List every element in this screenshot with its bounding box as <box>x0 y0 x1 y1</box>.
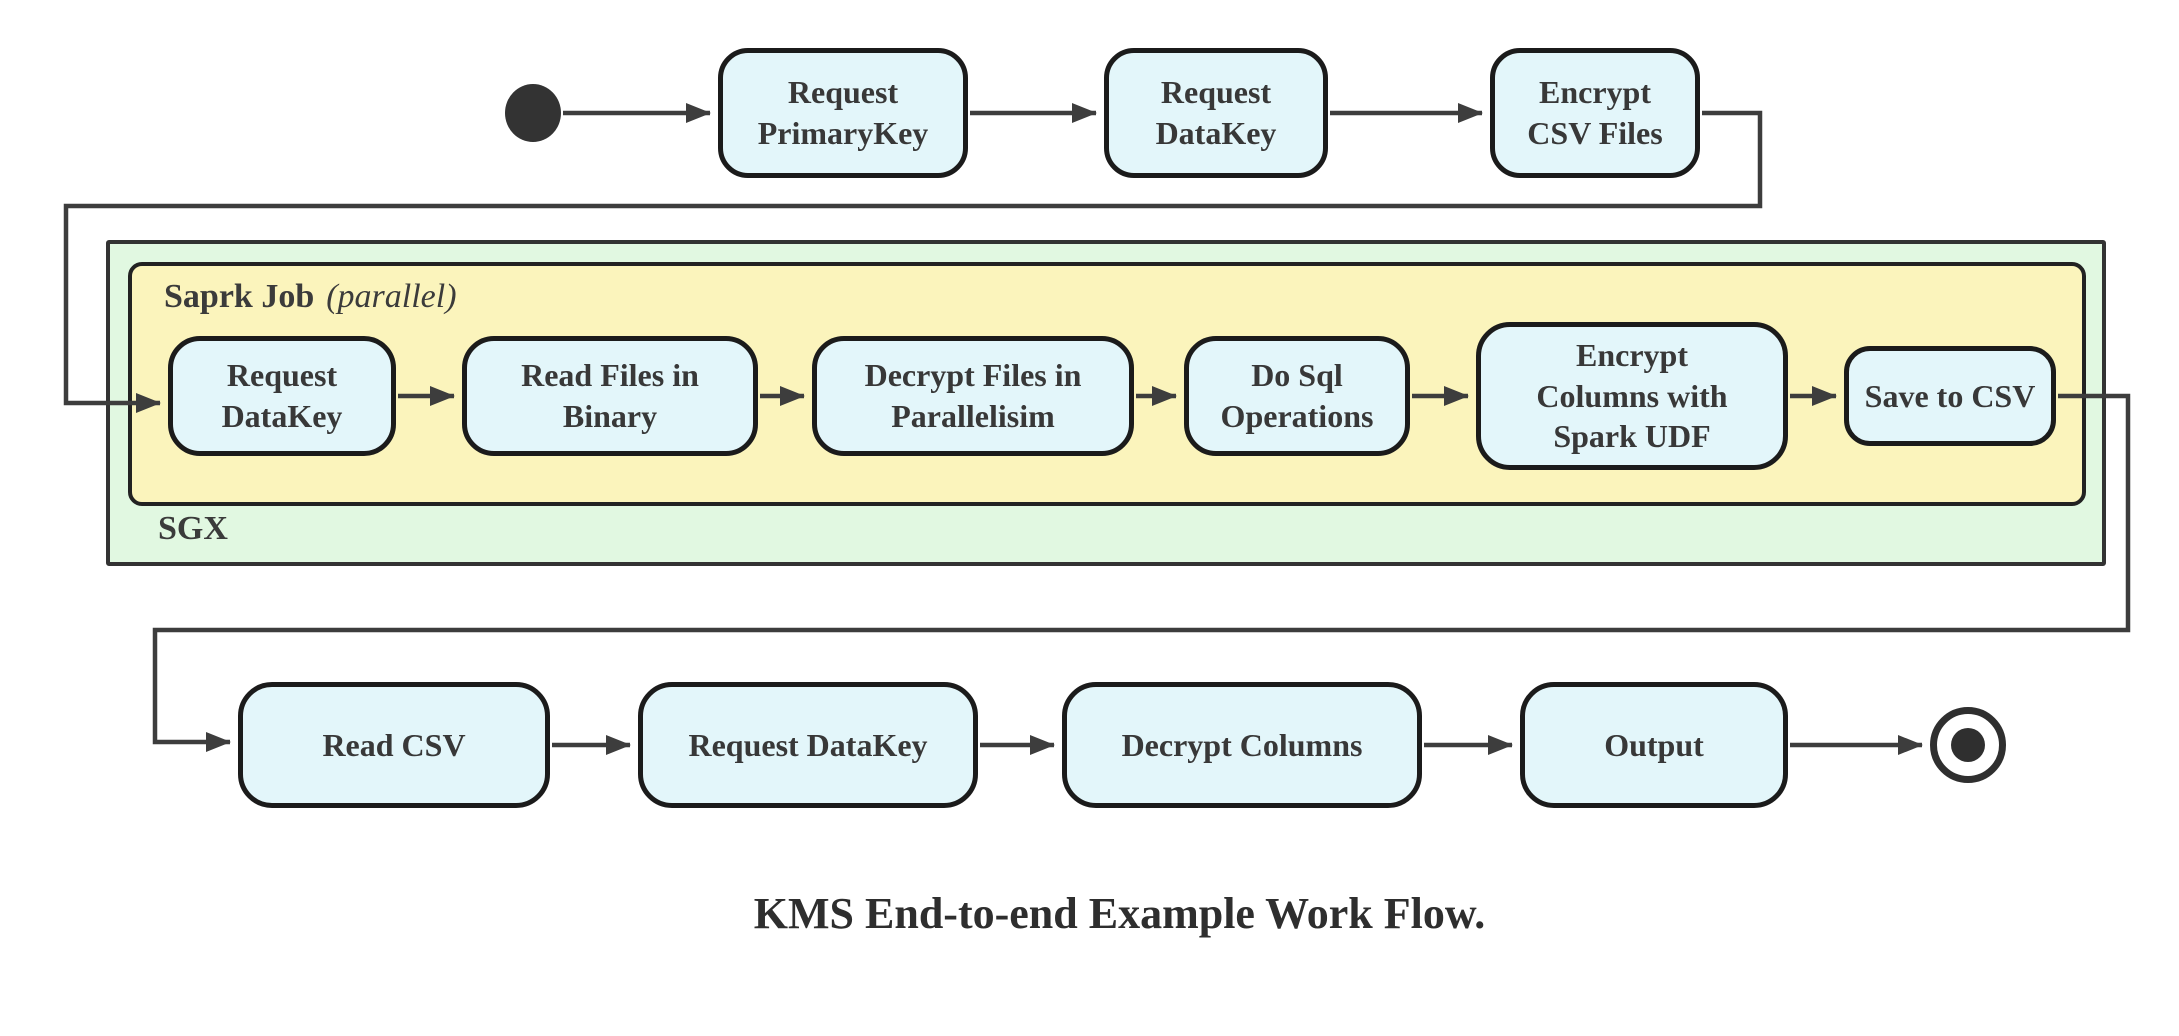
node-read-csv: Read CSV <box>238 682 550 808</box>
node-do-sql-operations: Do Sql Operations <box>1184 336 1410 456</box>
node-read-files-in-binary: Read Files in Binary <box>462 336 758 456</box>
node-output: Output <box>1520 682 1788 808</box>
spark-job-label-parallel: (parallel) <box>326 278 457 315</box>
node-save-to-csv: Save to CSV <box>1844 346 2056 446</box>
node-decrypt-columns: Decrypt Columns <box>1062 682 1422 808</box>
start-node <box>505 84 561 142</box>
node-sgx-request-datakey: Request DataKey <box>168 336 396 456</box>
sgx-label: SGX <box>158 510 228 547</box>
edge-encrypt-csv-files-to-sgx-request-datakey <box>63 110 1763 413</box>
node-request-datakey: Request DataKey <box>1104 48 1328 178</box>
end-node <box>1930 707 2006 783</box>
end-node-dot <box>1951 728 1985 762</box>
node-request-primarykey: Request PrimaryKey <box>718 48 968 178</box>
node-encrypt-columns-with-spark-udf: Encrypt Columns with Spark UDF <box>1476 322 1788 470</box>
diagram-caption: KMS End-to-end Example Work Flow. <box>753 889 1486 938</box>
edge-save-to-csv-to-read-csv <box>152 393 2131 752</box>
node-decrypt-files-in-parallelisim: Decrypt Files in Parallelisim <box>812 336 1134 456</box>
node-bottom-request-datakey: Request DataKey <box>638 682 978 808</box>
node-encrypt-csv-files: Encrypt CSV Files <box>1490 48 1700 178</box>
spark-job-label: Saprk Job (parallel) <box>164 278 457 316</box>
spark-job-label-bold: Saprk Job <box>164 278 315 315</box>
